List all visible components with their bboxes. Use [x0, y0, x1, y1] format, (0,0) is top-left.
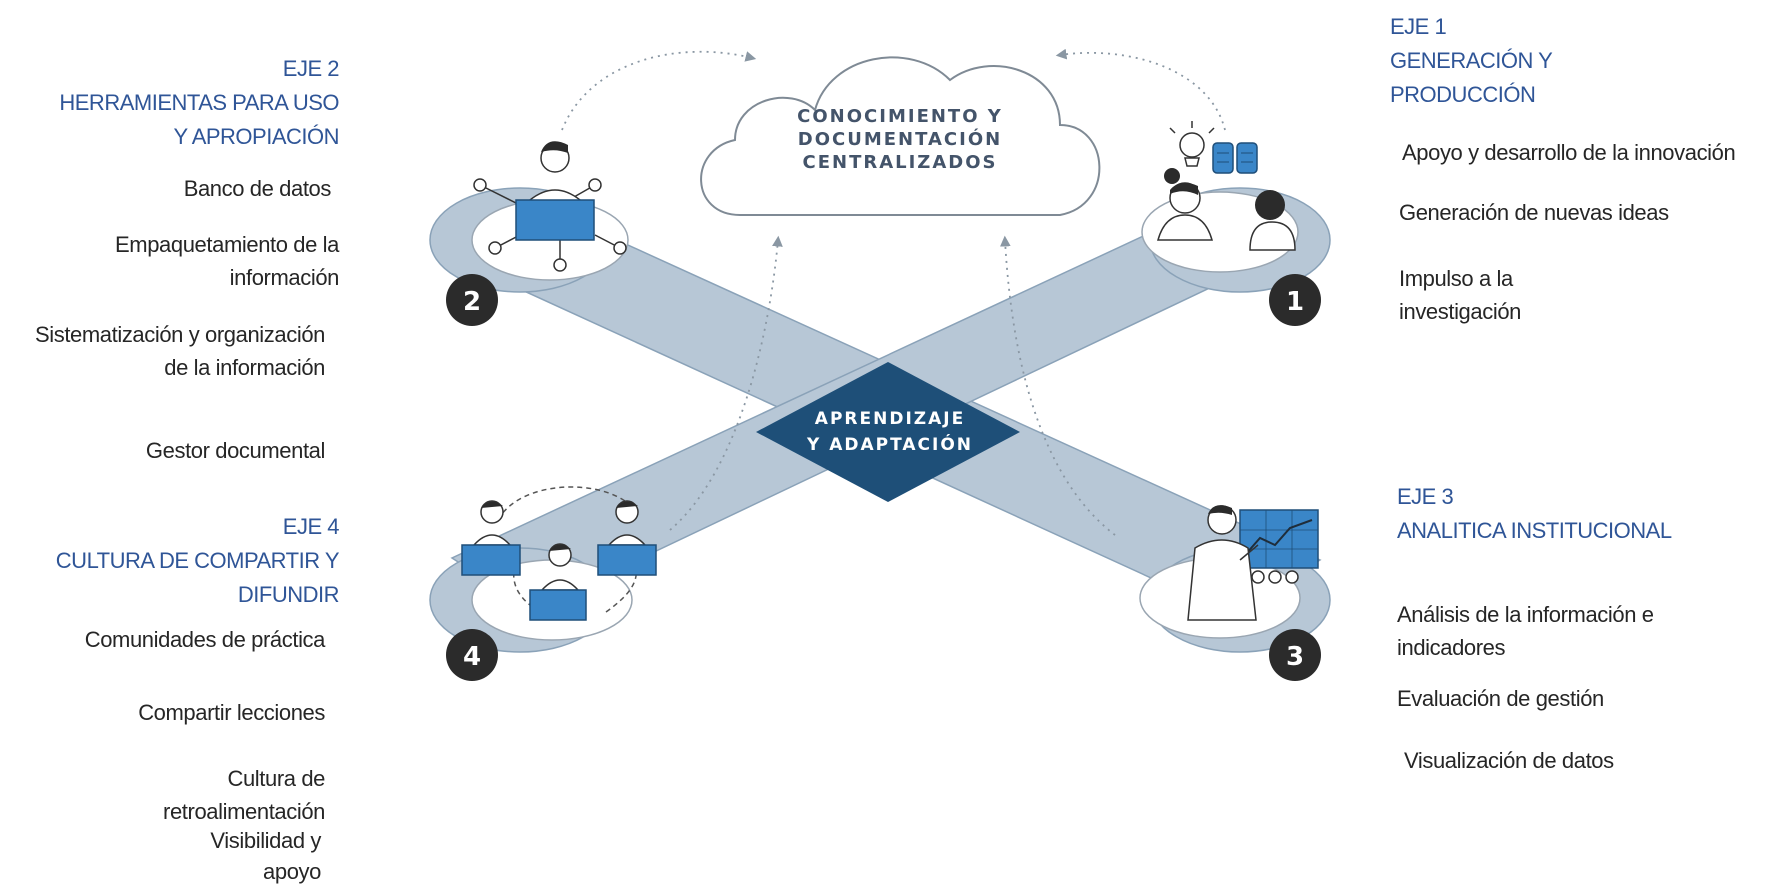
center-label-line-2: Y ADAPTACIÓN	[806, 433, 973, 455]
arrow-3-to-cloud	[999, 235, 1116, 536]
people-ideas-database-icon	[1157, 121, 1296, 251]
badge-2: 2	[446, 274, 498, 326]
badge-3: 3	[1269, 629, 1321, 681]
eje2-item-gestor-documental: Gestor documental	[145, 438, 325, 463]
eje4-title: EJE 4 CULTURA DE COMPARTIR Y DIFUNDIR	[0, 510, 340, 612]
eje2-item-empaquetamiento: Empaquetamiento de la información	[115, 232, 339, 290]
presenter-chart-icon	[1187, 505, 1319, 621]
eje3-item-analisis: Análisis de la información e indicadores	[1397, 602, 1654, 660]
badge-1-label: 1	[1286, 287, 1304, 317]
badge-2-label: 2	[463, 287, 481, 317]
eje4-item-comunidades: Comunidades de práctica	[84, 627, 326, 652]
eje3-title-line-1: EJE 3	[1397, 484, 1454, 509]
person-laptop-network-icon	[473, 141, 627, 272]
eje4-title-line-3: DIFUNDIR	[237, 582, 340, 607]
cloud-shape	[700, 56, 1101, 216]
eje2-title: EJE 2 HERRAMIENTAS PARA USO Y APROPIACIÓ…	[0, 52, 339, 154]
eje3-title: EJE 3 ANALITICA INSTITUCIONAL	[1397, 480, 1767, 548]
badge-1: 1	[1269, 274, 1321, 326]
dotted-arrows	[561, 48, 1226, 536]
eje2-title-line-2: HERRAMIENTAS PARA USO	[59, 90, 339, 115]
team-laptops-icon	[461, 486, 657, 621]
arrow-1-to-cloud	[1055, 48, 1226, 131]
eje1-title-line-1: EJE 1	[1390, 14, 1447, 39]
eje3-item-visualizacion: Visualización de datos	[1404, 748, 1614, 773]
eje1-item-investigacion: Impulso a la investigación	[1399, 266, 1521, 324]
cloud-label-line-2: DOCUMENTACIÓN	[798, 128, 1002, 150]
eje1-item-innovacion: Apoyo y desarrollo de la innovación	[1402, 140, 1736, 165]
eje1-title-line-2: GENERACIÓN Y	[1390, 48, 1553, 73]
arrow-2-to-cloud	[561, 50, 757, 131]
eje4-item-compartir-lecciones: Compartir lecciones	[138, 700, 325, 725]
eje1-item-nuevas-ideas: Generación de nuevas ideas	[1399, 200, 1669, 225]
eje1-title-line-3: PRODUCCIÓN	[1390, 82, 1536, 107]
eje4-item-visibilidad: Visibilidad y apoyo	[210, 828, 321, 884]
eje1-title: EJE 1 GENERACIÓN Y PRODUCCIÓN	[1390, 10, 1750, 112]
eje2-title-line-3: Y APROPIACIÓN	[173, 124, 340, 149]
eje3-item-evaluacion: Evaluación de gestión	[1397, 686, 1604, 711]
eje4-item-cultura-retroalimentacion: Cultura de retroalimentación	[163, 766, 325, 824]
badge-4-label: 4	[463, 642, 481, 672]
badge-4: 4	[446, 629, 498, 681]
center-label-line-1: APRENDIZAJE	[815, 409, 965, 429]
eje4-title-line-1: EJE 4	[282, 514, 340, 539]
badge-3-label: 3	[1286, 642, 1304, 672]
cloud-label-line-1: CONOCIMIENTO Y	[797, 106, 1003, 127]
eje2-item-sistematizacion: Sistematización y organización de la inf…	[34, 322, 325, 380]
cloud-label-line-3: CENTRALIZADOS	[803, 152, 998, 173]
eje4-title-line-2: CULTURA DE COMPARTIR Y	[55, 548, 340, 573]
eje2-title-line-1: EJE 2	[282, 56, 340, 81]
eje2-item-banco-datos: Banco de datos	[183, 176, 332, 201]
center-diamond	[756, 362, 1020, 502]
eje3-title-line-2: ANALITICA INSTITUCIONAL	[1397, 518, 1672, 543]
